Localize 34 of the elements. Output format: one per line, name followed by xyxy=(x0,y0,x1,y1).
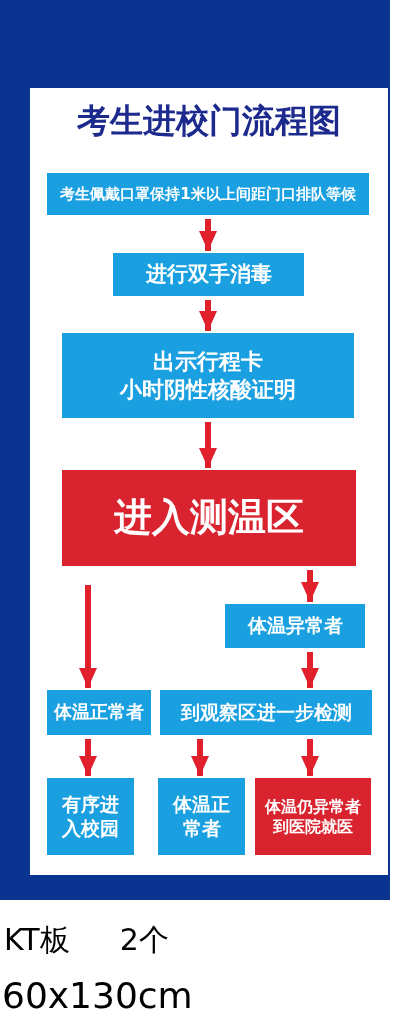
arrow xyxy=(301,739,319,776)
spec-text: 2个 xyxy=(119,925,169,955)
title: 考生进校门流程图 xyxy=(76,104,342,137)
arrow xyxy=(199,219,217,251)
arrow xyxy=(301,570,319,602)
box-text: 有序进入校园 xyxy=(61,792,120,841)
process-box xyxy=(62,333,354,418)
box-text: 体温正常者 xyxy=(54,701,144,724)
box-text: 体温仍异常者到医院就医 xyxy=(263,796,362,837)
process-box xyxy=(47,778,134,855)
alert-box xyxy=(62,470,356,566)
arrow xyxy=(199,422,217,468)
process-box xyxy=(47,173,369,215)
process-box xyxy=(47,690,151,735)
spec-text: KT板 xyxy=(4,925,70,955)
arrow xyxy=(79,739,97,776)
process-box xyxy=(225,604,365,648)
arrow xyxy=(191,739,209,776)
box-text: 考生佩戴口罩保持1米以上间距门口排队等候 xyxy=(60,184,356,204)
process-box xyxy=(160,690,372,735)
alert-box xyxy=(255,778,371,855)
size-text: 60x130cm xyxy=(2,975,193,1016)
box-text: 体温正常者 xyxy=(172,792,231,841)
box-text: 进行双手消毒 xyxy=(145,261,272,288)
box-text: 小时阴性核酸证明 xyxy=(120,375,296,403)
process-box xyxy=(158,778,245,855)
arrow xyxy=(301,652,319,688)
box-text: 进入测温区 xyxy=(114,494,304,542)
arrow xyxy=(199,300,217,331)
arrow xyxy=(79,585,97,688)
box-text: 出示行程卡 xyxy=(153,348,263,376)
box-text: 到观察区进一步检测 xyxy=(180,700,352,725)
box-text: 体温异常者 xyxy=(247,614,343,638)
process-box xyxy=(113,253,304,296)
